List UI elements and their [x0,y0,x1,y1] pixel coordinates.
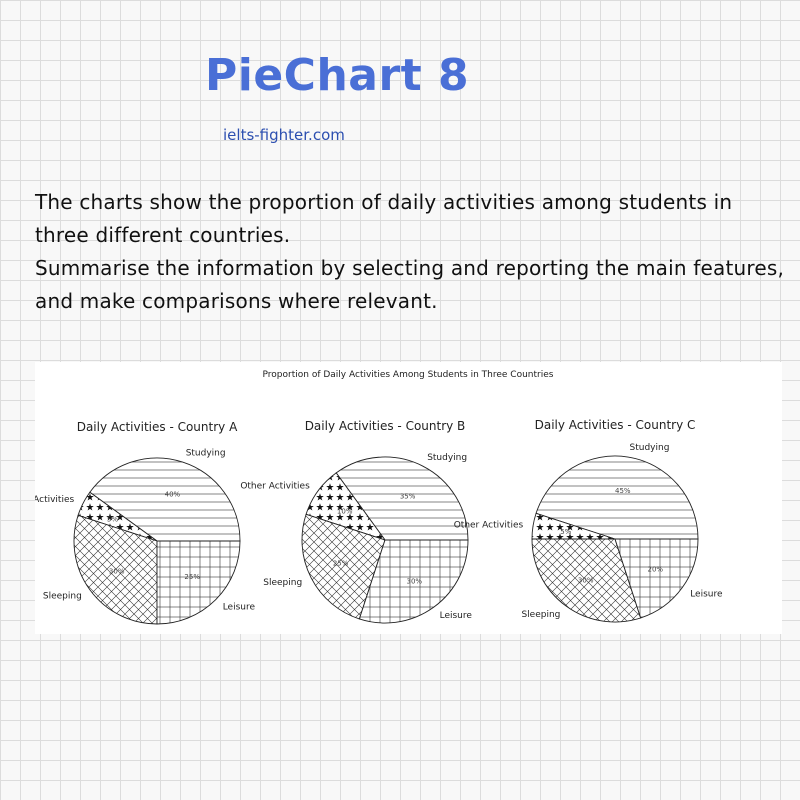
slice-category-label: Studying [186,449,226,459]
slice-category-label: Leisure [440,611,473,621]
pie-charts-figure: ★ Proportion of Daily Activities Among S… [35,370,723,625]
chart-main-title: Proportion of Daily Activities Among Stu… [263,370,554,380]
page-title: PieChart 8 [205,50,470,101]
slice-category-label: Sleeping [43,592,82,602]
slice-leisure [358,539,469,624]
slice-category-label: Leisure [223,603,256,613]
slice-category-label: Sleeping [521,610,560,620]
pie-title: Daily Activities - Country C [535,418,696,432]
pie-country-3: Daily Activities - Country C 45% Studying 5… [454,418,723,623]
slice-studying [89,457,241,542]
pie-title: Daily Activities - Country A [77,420,238,434]
slice-sleeping [531,538,642,623]
slice-value-label: 10% [337,508,353,516]
slice-sleeping [301,513,386,620]
slice-category-label: Studying [630,443,670,453]
chart-panel: ★ Proportion of Daily Activities Among S… [35,362,782,634]
slice-value-label: 40% [165,491,181,499]
slice-category-label: Other Activities [35,495,74,505]
slice-value-label: 30% [407,577,423,585]
slice-value-label: 25% [184,573,200,581]
slice-studying [335,456,469,541]
slice-category-label: Studying [427,453,467,463]
slice-value-label: 20% [648,565,664,573]
slice-leisure [156,540,241,625]
slice-category-label: Other Activities [240,481,310,491]
slice-category-label: Leisure [690,590,723,600]
slice-value-label: 25% [333,560,349,568]
pies-layer: Daily Activities - Country A 40% Studying 5… [35,418,723,625]
slice-value-label: 5% [560,528,571,536]
prompt-line-1: The charts show the proportion of daily … [35,190,733,247]
slice-leisure [614,538,699,619]
slice-sleeping [73,514,158,625]
slice-studying [535,455,699,540]
pie-country-2: Daily Activities - Country B 35% Studying 1… [240,419,473,624]
prompt-line-2: Summarise the information by selecting a… [35,256,785,313]
site-url: ielts-fighter.com [223,126,345,144]
slice-value-label: 45% [615,487,631,495]
slice-category-label: Other Activities [454,521,524,531]
slice-category-label: Sleeping [263,578,302,588]
slice-value-label: 30% [578,576,594,584]
slice-value-label: 30% [109,567,125,575]
slice-value-label: 35% [400,493,416,501]
pie-country-1: Daily Activities - Country A 40% Studying 5… [35,420,256,625]
slice-value-label: 5% [107,515,118,523]
pie-title: Daily Activities - Country B [305,419,466,433]
task-prompt: The charts show the proportion of daily … [35,186,785,318]
